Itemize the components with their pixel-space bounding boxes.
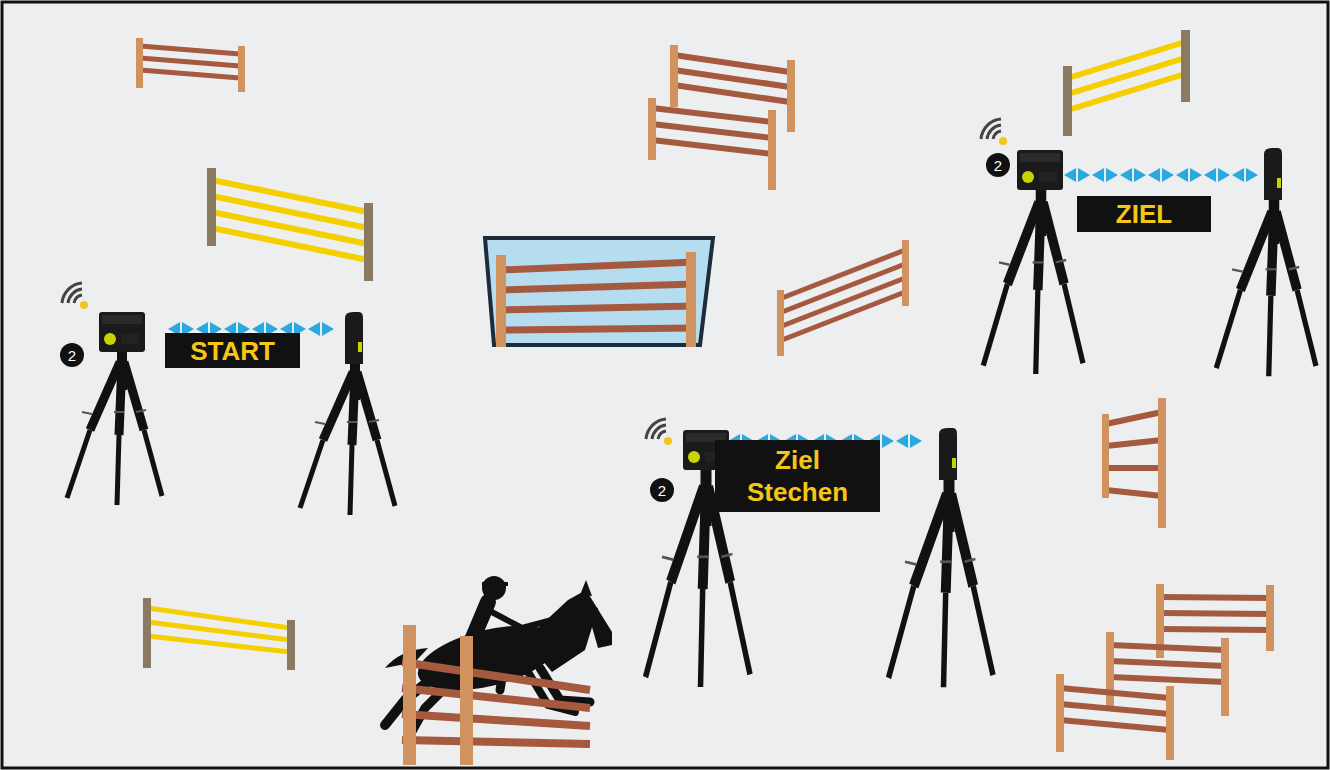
brown-fence [1102, 398, 1166, 528]
triple-fence [1056, 584, 1274, 760]
gate-label-text: ZIEL [1116, 198, 1172, 230]
callout-number: 2 [650, 478, 674, 502]
timing-gate [62, 283, 395, 515]
brown-fence [402, 625, 590, 765]
gate-label-text: Ziel Stechen [727, 444, 868, 508]
callout-text: 2 [994, 158, 1002, 173]
oxer-fence [648, 45, 795, 190]
water-jump [485, 238, 713, 347]
yellow-fence [207, 168, 373, 281]
yellow-fence [1063, 30, 1190, 136]
callout-text: 2 [68, 348, 76, 363]
gate-label-text: START [190, 335, 275, 367]
brown-fence [777, 240, 909, 356]
timing-gate [646, 419, 994, 687]
gate-label: Ziel Stechen [715, 440, 880, 512]
gate-label: START [165, 333, 300, 368]
gate-label: ZIEL [1077, 196, 1211, 232]
callout-number: 2 [986, 153, 1010, 177]
callout-text: 2 [658, 483, 666, 498]
timing-gate [981, 119, 1316, 376]
horse-rider-silhouette [385, 576, 612, 735]
callout-number: 2 [60, 343, 84, 367]
brown-fence [136, 38, 245, 92]
yellow-fence [143, 598, 295, 670]
